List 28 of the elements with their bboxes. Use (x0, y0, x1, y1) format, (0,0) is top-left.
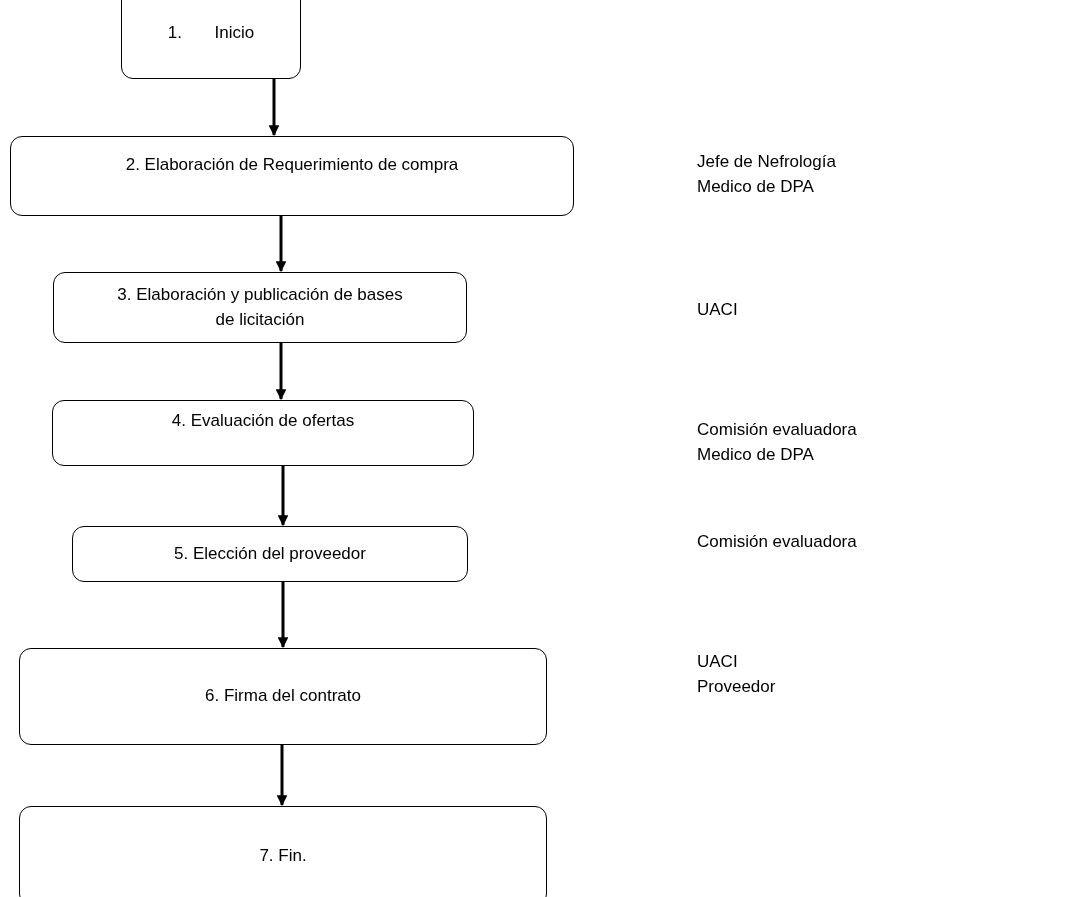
process-box (10, 136, 574, 216)
arrow (275, 216, 287, 273)
step-label: 4. Evaluación de ofertas (171, 410, 355, 432)
responsible-label: Medico de DPA (697, 444, 814, 466)
responsible-label: Proveedor (697, 676, 776, 698)
responsible-label: UACI (697, 299, 738, 321)
responsible-label: Comisión evaluadora (697, 419, 857, 441)
process-box (121, 0, 301, 79)
arrow (275, 343, 287, 401)
arrow (276, 745, 288, 807)
process-box (72, 526, 468, 582)
process-box (19, 648, 547, 745)
responsible-label: Medico de DPA (697, 176, 814, 198)
step-label: 3. Elaboración y publicación de bases de licitación (116, 283, 404, 331)
process-box (19, 806, 547, 897)
step-label: 5. Elección del proveedor (174, 542, 366, 565)
responsible-label: UACI (697, 651, 738, 673)
step-label: 6. Firma del contrato (205, 685, 361, 708)
responsible-label: Jefe de Nefrología (697, 151, 836, 173)
step-label: 1. Inicio (167, 22, 255, 45)
step-label: 2. Elaboración de Requerimiento de compra (125, 154, 459, 176)
step-label: 7. Fin. (259, 844, 307, 867)
process-box (53, 272, 467, 343)
arrow (268, 79, 280, 137)
responsible-label: Comisión evaluadora (697, 531, 857, 553)
arrow (277, 466, 289, 527)
process-box (52, 400, 474, 466)
arrow (277, 582, 289, 649)
